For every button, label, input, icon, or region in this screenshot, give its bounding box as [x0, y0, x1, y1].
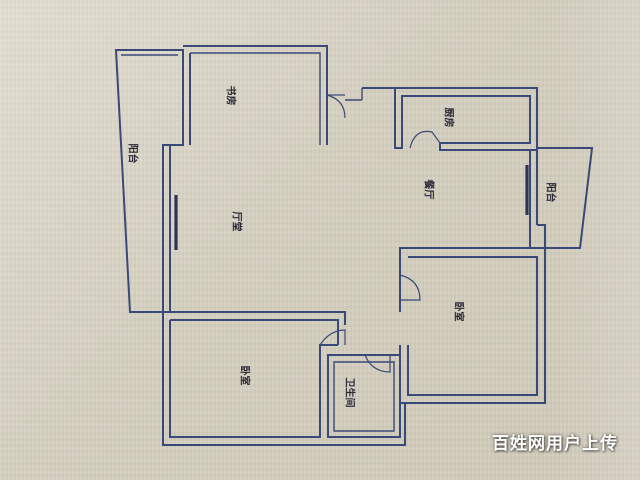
room-label-dining-room: 餐厅 — [422, 179, 434, 200]
study-walls — [183, 45, 328, 145]
room-label-balcony-left: 阳台 — [126, 143, 138, 164]
door-study — [326, 94, 346, 119]
paper-shade — [550, 0, 640, 480]
bedroom-left-walls — [162, 311, 406, 446]
room-label-study: 书房 — [224, 85, 236, 106]
room-label-balcony-right: 阳台 — [544, 182, 556, 203]
kitchen-walls — [362, 87, 538, 151]
bedroom-right-walls — [407, 256, 538, 396]
balcony-left-walls — [114, 49, 184, 313]
room-label-bedroom-left: 卧室 — [238, 365, 250, 386]
room-label-bathroom: 卫生间 — [343, 377, 355, 408]
room-label-living-room: 厅堂 — [230, 211, 242, 232]
watermark: 百姓网用户上传 — [492, 434, 618, 454]
room-label-kitchen: 厨房 — [442, 107, 454, 128]
door-bathroom — [364, 354, 391, 373]
dining-walls — [529, 150, 538, 225]
room-label-bedroom-right: 卧室 — [452, 301, 464, 322]
door-bedroom-left — [319, 329, 346, 346]
balcony-right-walls — [537, 147, 594, 249]
door-bedroom-right — [399, 274, 421, 301]
bathroom-walls — [327, 354, 401, 438]
door-kitchen — [409, 130, 441, 149]
